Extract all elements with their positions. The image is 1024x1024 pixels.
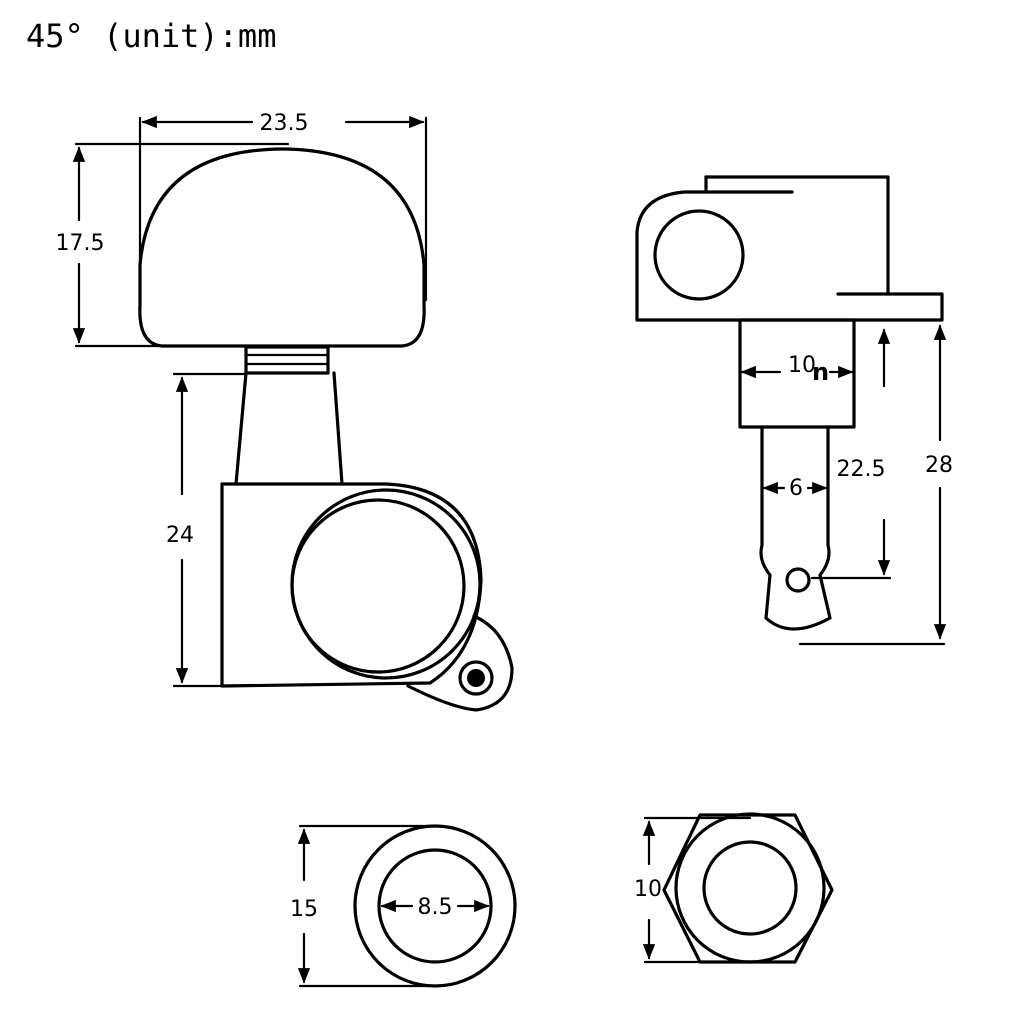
string-post [759, 425, 832, 631]
washer-view: 15 8.5 [290, 824, 517, 988]
post-width-label: 6 [789, 476, 803, 501]
button-height-label: 17.5 [56, 231, 105, 256]
nut-size-label: 10 [634, 877, 662, 902]
side-body [635, 175, 944, 322]
button-width-label: 23.5 [260, 111, 309, 136]
mounting-tab [406, 614, 514, 712]
washer-inner-circle [377, 848, 493, 964]
hex-nut-outer-circle [674, 812, 826, 964]
screw-hole-center [467, 669, 485, 687]
button-shaft [234, 371, 344, 486]
side-gear-circle [653, 209, 745, 301]
side-view: 10 n 6 22.5 28 [635, 175, 953, 646]
string-hole [785, 567, 811, 593]
hex-nut-view: 10 [634, 812, 834, 964]
washer-outer-label: 15 [290, 897, 318, 922]
total-height-label: 28 [925, 453, 953, 478]
housing-height-label: 24 [166, 523, 194, 548]
page-title: 45° (unit):mm [26, 17, 276, 55]
front-view: 23.5 17.5 24 [56, 111, 514, 712]
washer-inner-label: 8.5 [418, 895, 453, 920]
tuner-button [138, 147, 426, 348]
hex-nut-outline [662, 813, 834, 964]
tuner-housing [220, 482, 483, 688]
bushing-unit-glyph: n [812, 358, 829, 386]
hex-nut-inner-circle [702, 840, 798, 936]
post-length-label: 22.5 [837, 457, 886, 482]
button-neck [244, 345, 330, 375]
gear-cover-inner [290, 498, 466, 674]
mounting-screw-hole [458, 660, 494, 696]
bushing-width-label: 10 [788, 353, 816, 378]
bushing [738, 318, 856, 429]
